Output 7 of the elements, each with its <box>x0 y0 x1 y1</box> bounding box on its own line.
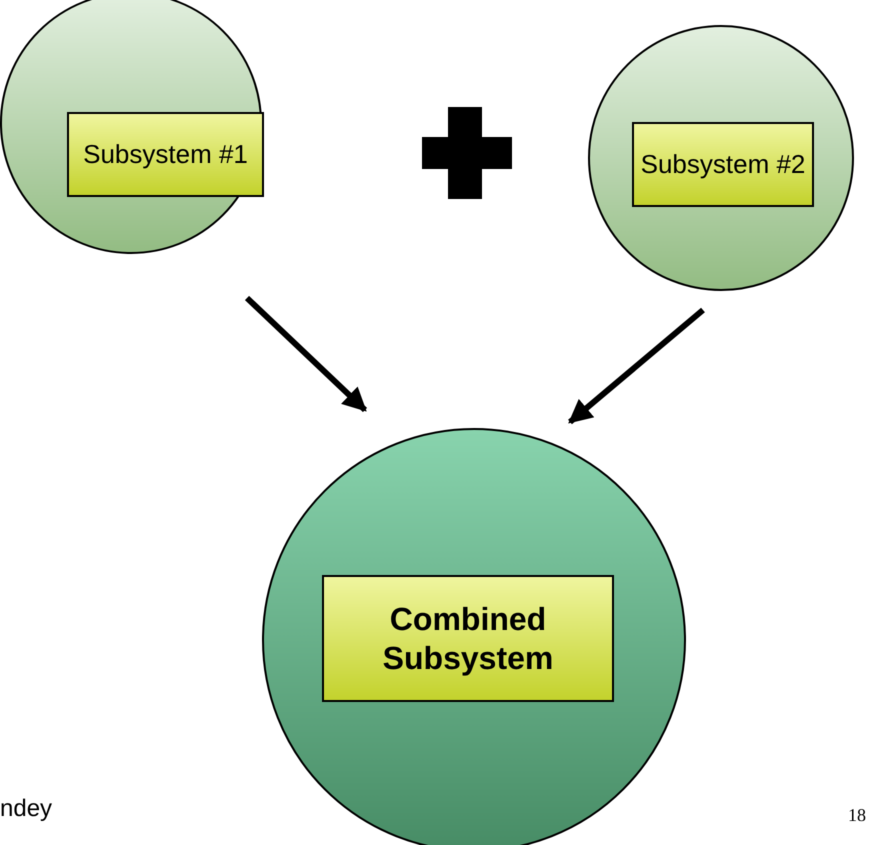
footer-text: ndey <box>0 795 52 823</box>
subsystem-box: Combined Subsystem <box>322 575 614 702</box>
arrow <box>568 308 705 424</box>
subsystem-box: Subsystem #2 <box>632 122 814 207</box>
arrow <box>244 296 368 412</box>
page-number: 18 <box>848 805 866 826</box>
subsystem-box: Subsystem #1 <box>67 112 264 197</box>
